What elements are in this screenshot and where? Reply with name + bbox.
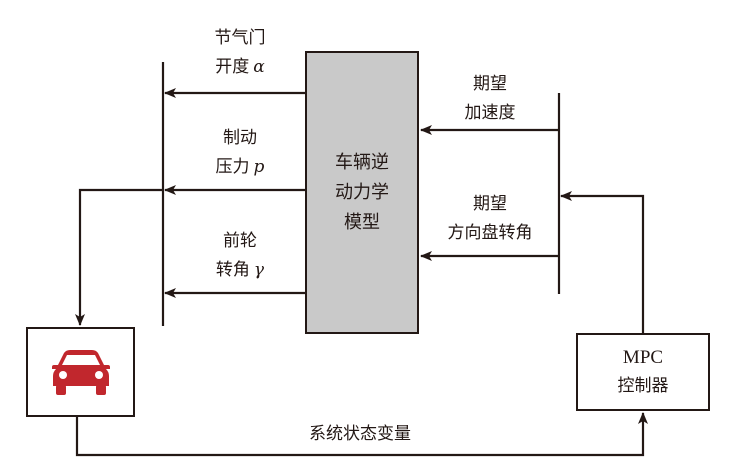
model-block-label: 车辆逆 动力学 模型 [335, 151, 389, 233]
car-icon [51, 350, 110, 395]
arrow-feedback [75, 412, 648, 457]
arrow-to-vehicle [75, 188, 163, 326]
mpc-controller-block: MPC 控制器 [576, 333, 710, 411]
arrow-mpc-to-bus [560, 191, 645, 333]
label-desired-accel: 期望 加速度 [464, 74, 516, 123]
label-desired-steer: 期望 方向盘转角 [447, 194, 533, 243]
inverse-dynamics-model-block: 车辆逆 动力学 模型 [305, 51, 419, 334]
mpc-label: MPC 控制器 [617, 347, 669, 396]
vehicle-block [26, 327, 135, 417]
label-system-state: 系统状态变量 [309, 424, 411, 444]
